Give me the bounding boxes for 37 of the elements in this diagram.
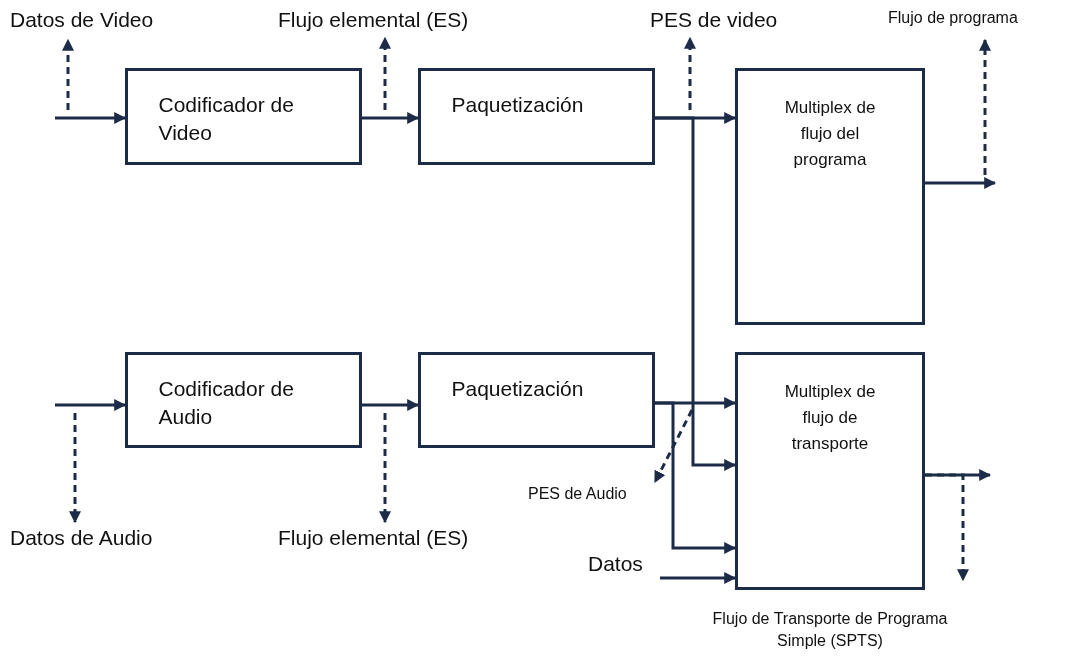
arrow <box>362 112 420 124</box>
box-label: Multiplex de flujo de transporte <box>783 381 877 455</box>
dashed-arrow <box>379 36 391 110</box>
dashed-arrow <box>653 409 694 484</box>
arrow <box>660 572 737 584</box>
signal-label: PES de video <box>650 4 790 38</box>
dashed-arrow <box>684 36 696 110</box>
arrow <box>925 177 997 189</box>
signal-label: Datos de Video <box>10 4 180 40</box>
arrow <box>655 116 737 471</box>
caption-text: Flujo de Transporte de Programa Simple (SPTS) <box>711 609 949 651</box>
box-label: Paquetización <box>451 376 585 402</box>
dashed-arrow <box>62 38 74 110</box>
signal-label: Flujo elemental (ES) <box>278 522 518 556</box>
box-label: Multiplex de flujo del programa <box>783 97 877 171</box>
box-label: Codificador de Video <box>158 92 295 146</box>
signal-label: Flujo de programa <box>888 6 1066 40</box>
arrow <box>55 399 127 411</box>
process-box <box>125 352 362 448</box>
box-label: Paquetización <box>451 92 585 118</box>
dashed-arrow <box>925 473 969 582</box>
signal-label: PES de Audio <box>528 482 663 506</box>
dashed-arrow <box>379 413 391 524</box>
multiplexer-box <box>735 68 925 325</box>
arrow <box>362 399 420 411</box>
process-box <box>125 68 362 165</box>
signal-label: Datos de Audio <box>10 522 190 556</box>
box-label: Codificador de Audio <box>158 376 295 430</box>
multiplexer-box <box>735 352 925 590</box>
process-box <box>418 68 655 165</box>
dashed-arrow <box>979 38 991 175</box>
dashed-arrow <box>69 413 81 524</box>
signal-label: Flujo elemental (ES) <box>278 4 578 38</box>
arrow <box>55 112 127 124</box>
signal-label: Datos <box>588 548 660 580</box>
process-box <box>418 352 655 448</box>
arrow <box>655 401 737 554</box>
